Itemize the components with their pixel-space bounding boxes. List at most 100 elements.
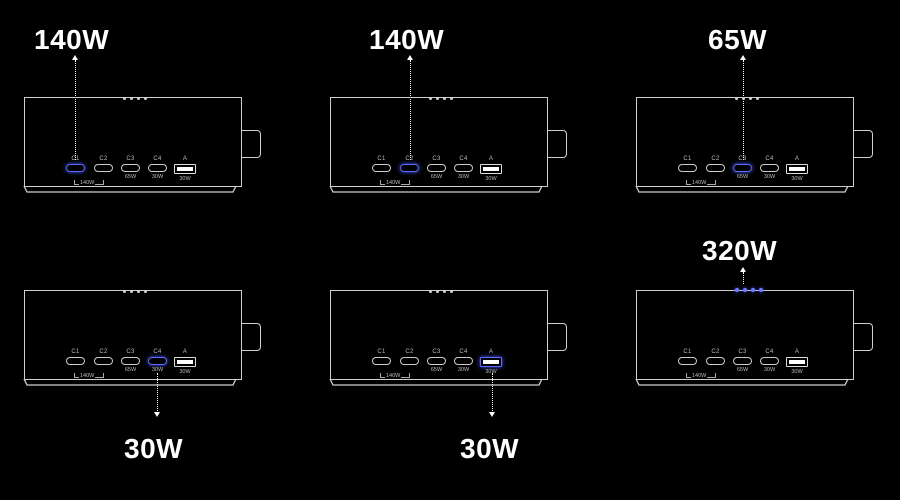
usb-c-port-icon xyxy=(148,164,167,172)
port-c2: C2 xyxy=(94,349,113,365)
usb-c-port-icon xyxy=(66,357,85,365)
charger-feet xyxy=(23,379,237,386)
usb-c-port-icon xyxy=(372,164,391,172)
usb-c-port-icon xyxy=(94,164,113,172)
arrow-line xyxy=(743,60,744,160)
usb-c-port-icon xyxy=(760,164,779,172)
indicator-dots xyxy=(735,97,759,100)
usb-c-port-icon xyxy=(454,357,473,365)
shared-watt-label: 140W xyxy=(385,180,402,186)
callout-label: 30W xyxy=(460,433,520,464)
charger-feet xyxy=(635,186,849,193)
callout-label: 65W xyxy=(708,24,768,55)
port-c1: C1 xyxy=(678,349,697,365)
callout-label: 140W xyxy=(369,24,445,55)
port-c2: C2 xyxy=(400,349,419,365)
usb-c-port-icon xyxy=(400,164,419,172)
arrow-line xyxy=(492,373,493,413)
indicator-dots xyxy=(429,97,453,100)
port-c2: C2 xyxy=(400,156,419,172)
usb-a-port-icon xyxy=(786,164,808,174)
arrow-head xyxy=(154,412,160,417)
usb-a-port-icon xyxy=(480,164,502,174)
arrow-head xyxy=(740,267,746,272)
charger-feet xyxy=(329,379,543,386)
side-knob xyxy=(241,323,261,351)
usb-c-port-icon xyxy=(706,164,725,172)
charger-body xyxy=(24,290,242,380)
callout-label: 320W xyxy=(702,235,778,266)
indicator-dots-active xyxy=(735,288,763,292)
port-c1: C1 xyxy=(372,349,391,365)
charger-body xyxy=(636,97,854,187)
usb-c-port-icon xyxy=(733,357,752,365)
port-c1: C1 xyxy=(66,349,85,365)
arrow-line xyxy=(75,60,76,160)
side-knob xyxy=(853,130,873,158)
callout-label: 30W xyxy=(124,433,184,464)
port-c1: C1 xyxy=(372,156,391,172)
shared-watt-label: 140W xyxy=(691,180,708,186)
port-c1: C1 xyxy=(678,156,697,172)
shared-watt-label: 140W xyxy=(385,373,402,379)
charger-body xyxy=(330,290,548,380)
arrow-line xyxy=(157,373,158,413)
usb-c-port-icon xyxy=(678,164,697,172)
usb-c-port-icon xyxy=(733,164,752,172)
charger-feet xyxy=(635,379,849,386)
usb-c-port-icon xyxy=(706,357,725,365)
usb-c-port-icon xyxy=(66,164,85,172)
charger-feet xyxy=(23,186,237,193)
usb-a-port-icon xyxy=(786,357,808,367)
usb-c-port-icon xyxy=(121,357,140,365)
usb-c-port-icon xyxy=(760,357,779,365)
callout-label: 140W xyxy=(34,24,110,55)
usb-c-port-icon xyxy=(121,164,140,172)
usb-c-port-icon xyxy=(678,357,697,365)
usb-c-port-icon xyxy=(94,357,113,365)
arrow-line xyxy=(410,60,411,160)
usb-c-port-icon xyxy=(372,357,391,365)
indicator-dots xyxy=(123,97,147,100)
arrow-line xyxy=(743,272,744,284)
arrow-head xyxy=(72,55,78,60)
charger-feet xyxy=(329,186,543,193)
side-knob xyxy=(241,130,261,158)
usb-c-port-icon xyxy=(148,357,167,365)
usb-c-port-icon xyxy=(400,357,419,365)
port-c2: C2 xyxy=(706,156,725,172)
shared-watt-label: 140W xyxy=(79,373,96,379)
arrow-head xyxy=(740,55,746,60)
side-knob xyxy=(547,323,567,351)
usb-a-port-icon xyxy=(480,357,502,367)
charger-body xyxy=(330,97,548,187)
usb-c-port-icon xyxy=(427,164,446,172)
port-c2: C2 xyxy=(706,349,725,365)
usb-c-port-icon xyxy=(454,164,473,172)
indicator-dots xyxy=(429,290,453,293)
arrow-head xyxy=(407,55,413,60)
